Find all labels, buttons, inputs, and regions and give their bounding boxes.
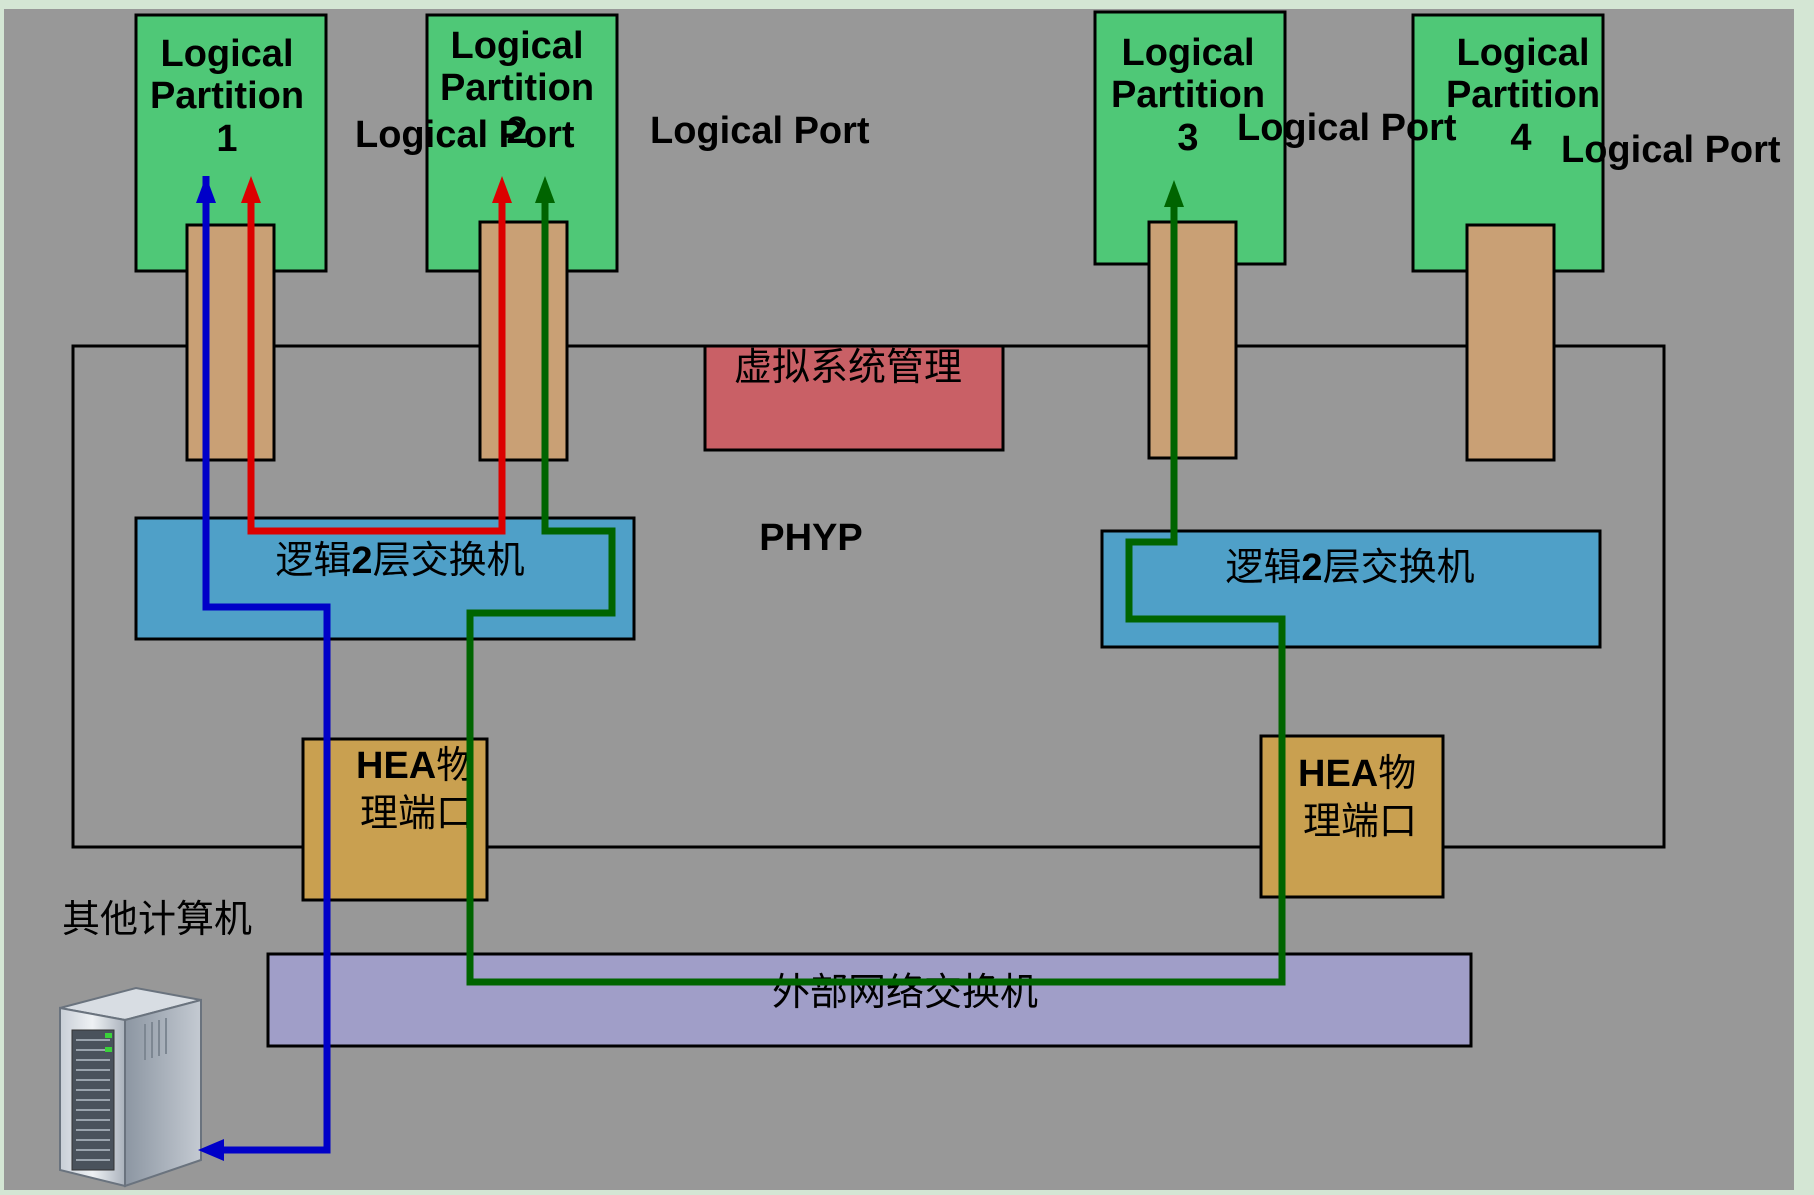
logical-port-block-1 xyxy=(185,223,276,462)
virtual-system-management-box xyxy=(703,344,1005,452)
arrowhead-red-lpar2 xyxy=(492,176,512,203)
hea-port-1-line1: HEA物 xyxy=(356,743,474,787)
l2-switch-2-pre: 逻辑 xyxy=(1225,545,1301,589)
hea-port-2-line2: 理端口 xyxy=(1303,799,1417,843)
path-green-lpar2-to-lpar3 xyxy=(466,200,1286,986)
other-computer-label: 其他计算机 xyxy=(62,897,252,941)
partition-2-line2: Partition xyxy=(440,67,594,109)
path-red-lpar1-to-lpar2 xyxy=(247,200,506,535)
l2-switch-1-num: 2 xyxy=(351,540,372,582)
l2-switch-1-label: 逻辑2层交换机 xyxy=(275,538,524,582)
partition-1-number: 1 xyxy=(216,118,237,160)
logical-l2-switch-1: 逻辑2层交换机 xyxy=(134,516,636,641)
l2-switch-1-pre: 逻辑 xyxy=(275,538,351,582)
arrowhead-red-lpar1 xyxy=(241,176,261,203)
l2-switch-2-post: 层交换机 xyxy=(1323,545,1475,589)
arrowhead-blue-up xyxy=(196,176,216,203)
logical-port-block-4 xyxy=(1465,223,1556,462)
partition-1-line1: Logical xyxy=(160,33,293,75)
logical-port-label-1: Logical Port xyxy=(355,114,575,156)
hea-physical-port-1: HEA物 理端口 xyxy=(301,737,489,902)
hea-port-1-latin: HEA xyxy=(356,745,436,787)
l2-switch-2-label: 逻辑2层交换机 xyxy=(1225,545,1474,589)
virtual-system-management-label: 虚拟系统管理 xyxy=(734,345,962,389)
partition-2-line1: Logical xyxy=(450,25,583,67)
hea-port-2-cjk: 物 xyxy=(1378,751,1416,795)
l2-switch-2-num: 2 xyxy=(1301,547,1322,589)
logical-port-label-3: Logical Port xyxy=(1237,107,1457,149)
partition-4-number: 4 xyxy=(1510,117,1531,159)
partition-2-number: 2 xyxy=(506,110,527,152)
path-blue-external-to-lpar1 xyxy=(202,176,331,1154)
arrowhead-green-lpar2 xyxy=(535,176,555,203)
partition-4-line1: Logical xyxy=(1456,32,1589,74)
server-tower-icon xyxy=(59,986,202,1188)
hea-port-2-latin: HEA xyxy=(1298,753,1378,795)
phyp-label: PHYP xyxy=(759,517,862,559)
partition-4-line2: Partition xyxy=(1446,74,1600,116)
logical-port-label-2: Logical Port xyxy=(650,110,870,152)
logical-port-block-3 xyxy=(1147,220,1238,460)
partition-3-number: 3 xyxy=(1177,117,1198,159)
external-switch-label: 外部网络交换机 xyxy=(772,970,1038,1014)
partition-3-line2: Partition xyxy=(1111,74,1265,116)
partition-3-line1: Logical xyxy=(1121,32,1254,74)
partition-1-line2: Partition xyxy=(150,75,304,117)
hea-port-1-line2: 理端口 xyxy=(360,791,474,835)
logical-l2-switch-2: 逻辑2层交换机 xyxy=(1100,529,1602,649)
l2-switch-1-post: 层交换机 xyxy=(373,538,525,582)
logical-port-label-4: Logical Port xyxy=(1561,129,1781,171)
arrowhead-green-lpar3 xyxy=(1164,180,1184,207)
arrowhead-blue-left xyxy=(198,1139,224,1161)
hea-physical-port-2: HEA物 理端口 xyxy=(1259,734,1445,899)
hea-port-2-line1: HEA物 xyxy=(1298,751,1416,795)
logical-port-block-2 xyxy=(478,220,569,462)
